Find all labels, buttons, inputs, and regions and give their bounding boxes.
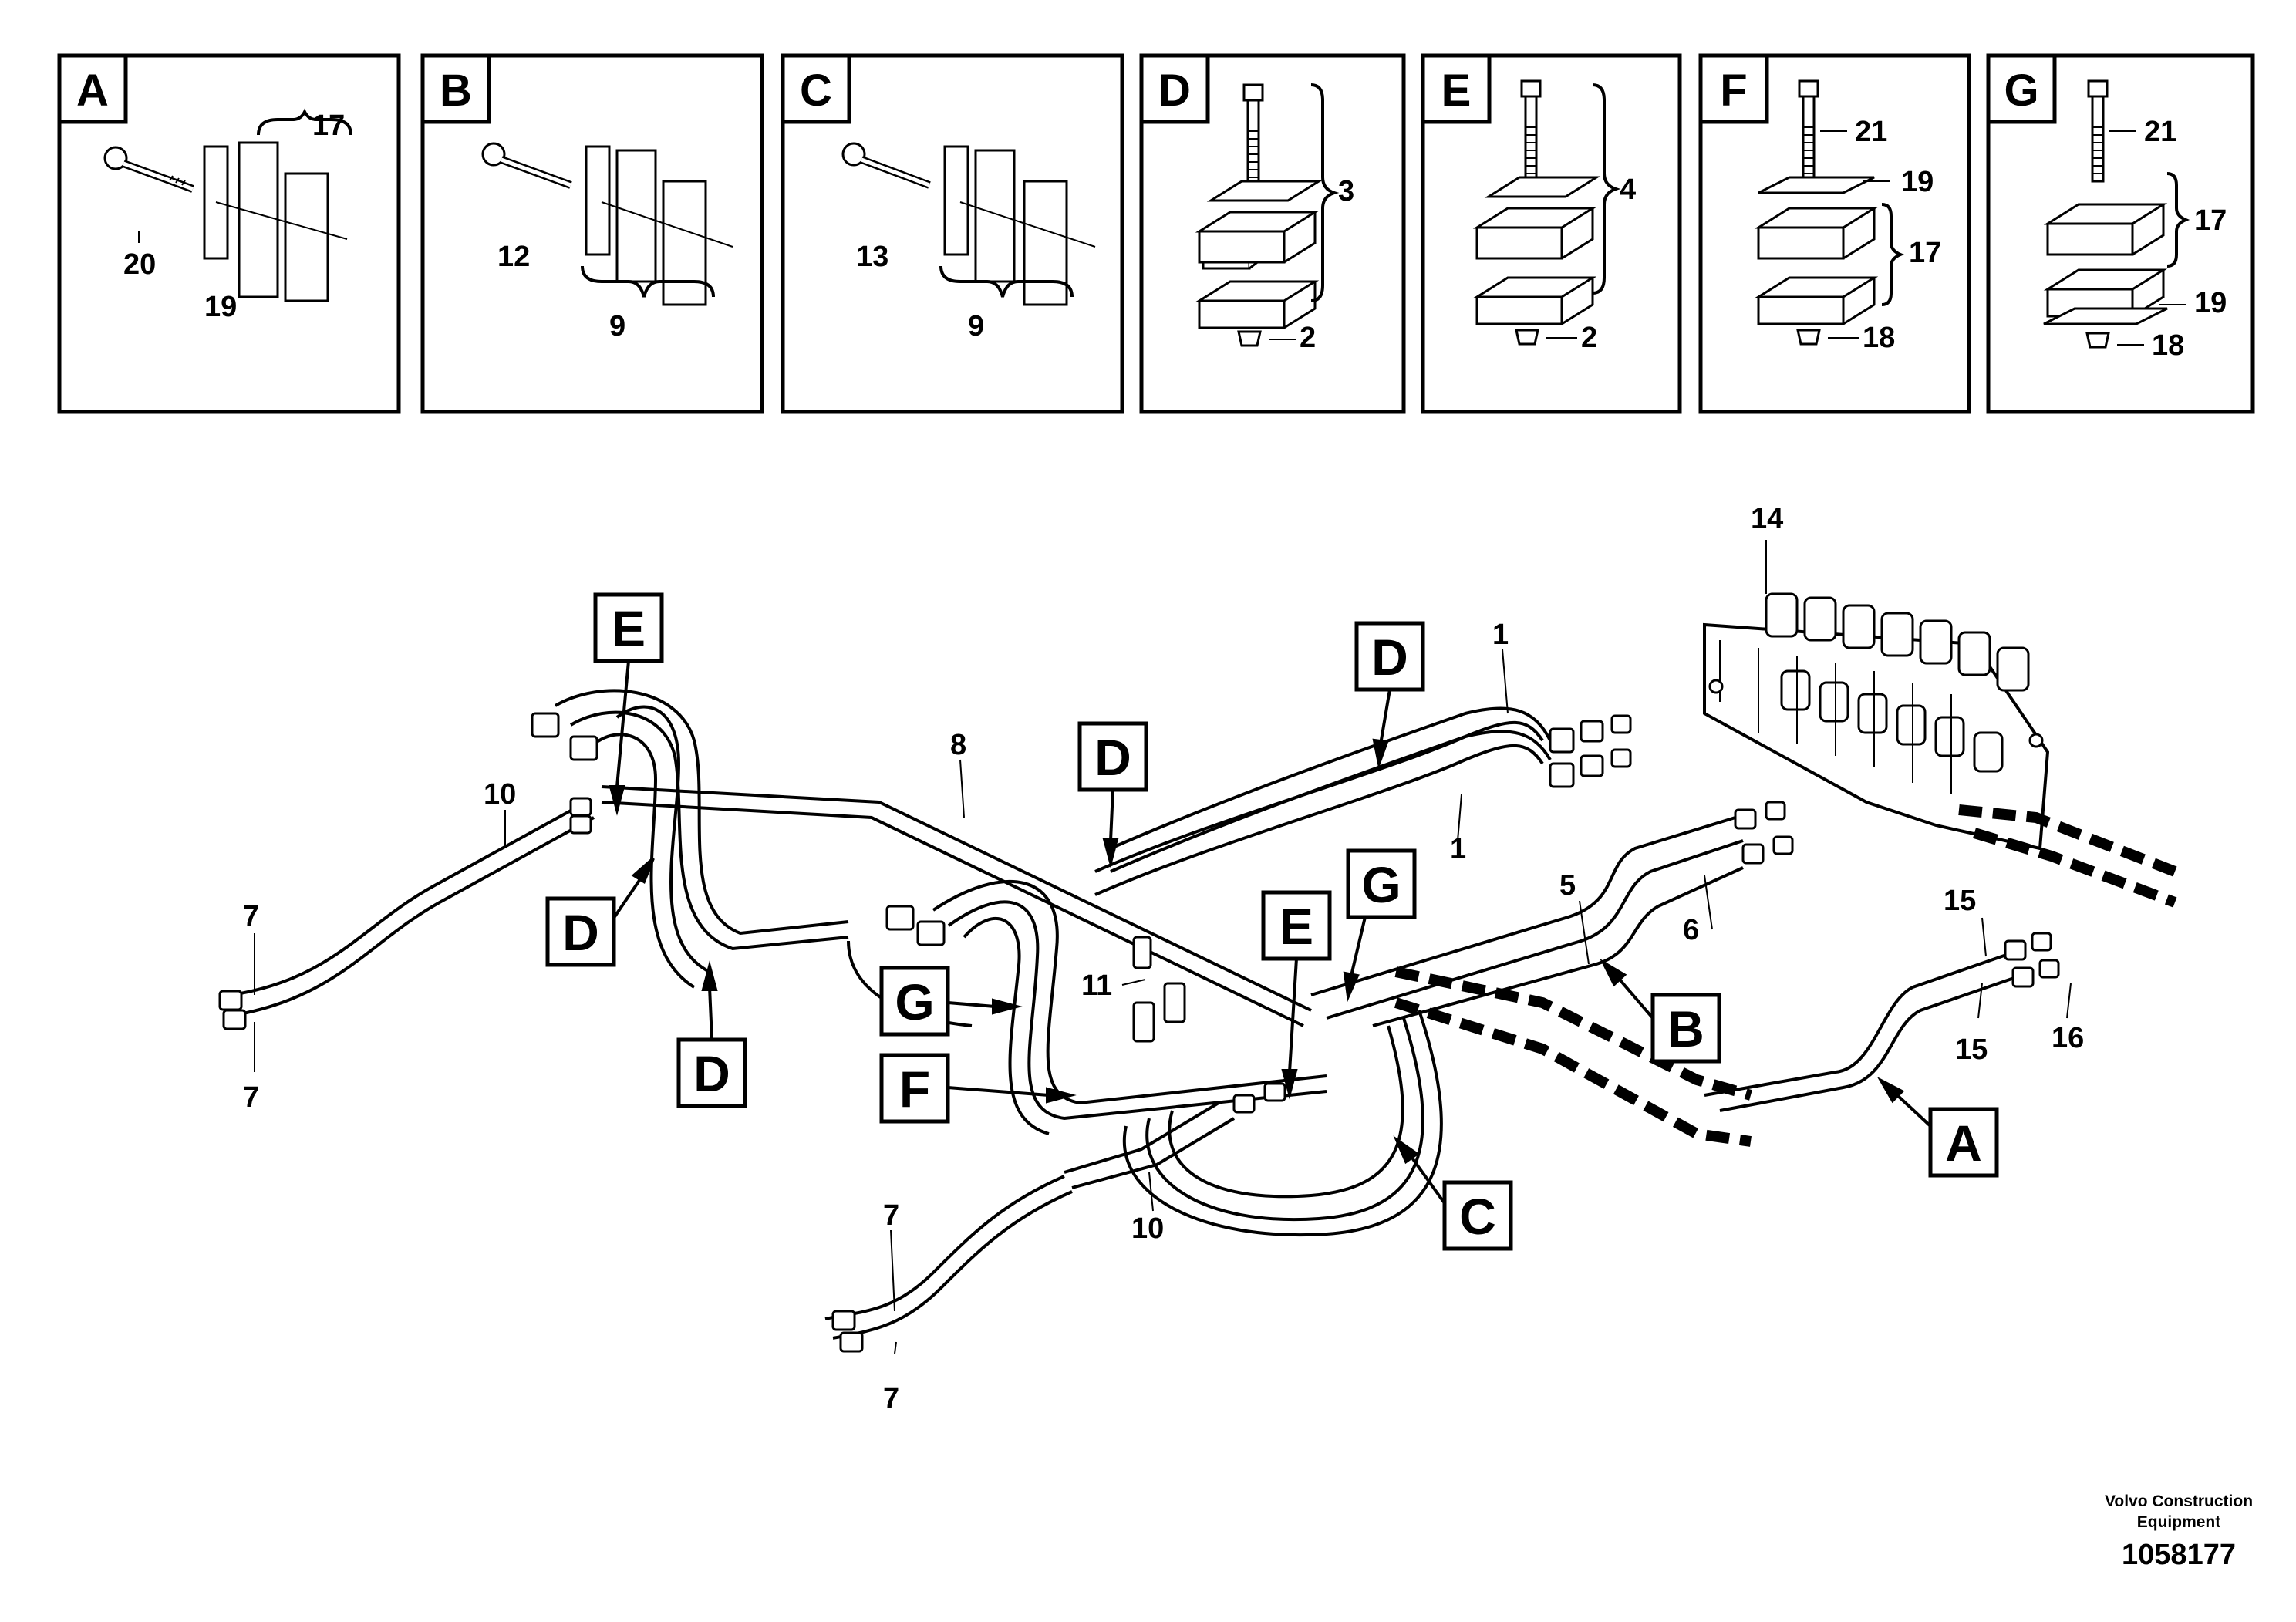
panel-e-letter: E	[1441, 66, 1472, 116]
part-label: 19	[204, 291, 237, 323]
dashed-hoses	[1394, 804, 2177, 1147]
part-label: 1	[1492, 619, 1509, 651]
part-label: 18	[1863, 322, 1895, 354]
part-label: 18	[2152, 329, 2184, 362]
part-label: 2	[1300, 322, 1316, 354]
detail-panel-b: B 12 9	[420, 53, 764, 414]
part-label: 10	[484, 778, 516, 811]
part-label: 16	[2052, 1022, 2084, 1054]
callout-d: D	[1094, 729, 1131, 786]
part-label: 17	[2194, 204, 2227, 237]
part-label: 9	[968, 310, 984, 342]
part-label: 1	[1450, 833, 1466, 865]
callout-e: E	[612, 600, 646, 657]
clamp-half	[284, 172, 329, 302]
hose-runs	[231, 689, 2021, 1340]
panel-a-letter: A	[76, 66, 109, 116]
part-label: 15	[1944, 885, 1976, 917]
part-label: 9	[609, 310, 625, 342]
part-number-labels: 14 1 1 8 10 10 7 7 7 7 11 5 6 15 15 16	[243, 503, 2084, 1415]
control-valve-block	[1703, 592, 2050, 851]
panel-d-letter: D	[1158, 66, 1191, 116]
part-label: 17	[1909, 237, 1941, 269]
callout-a: A	[1945, 1114, 1982, 1172]
part-label: 11	[1081, 969, 1112, 1002]
panel-b-letter: B	[440, 66, 472, 116]
credit-line-2: Equipment	[2137, 1513, 2221, 1531]
part-label: 5	[1559, 869, 1576, 902]
callout-d: D	[1371, 629, 1408, 686]
callout-f: F	[899, 1061, 930, 1118]
part-label: 6	[1683, 914, 1699, 946]
panel-f-letter: F	[1720, 66, 1747, 116]
part-label: 7	[883, 1382, 899, 1415]
fittings	[218, 712, 2060, 1353]
part-label: 20	[123, 248, 156, 281]
callout-d: D	[562, 904, 599, 961]
part-label: 21	[1855, 116, 1887, 148]
document-number: 1058177	[2122, 1539, 2236, 1571]
bolt-drawing	[103, 146, 194, 193]
callout-g: G	[895, 973, 934, 1030]
part-label: 7	[243, 900, 259, 932]
part-label: 4	[1620, 174, 1636, 206]
part-label: 14	[1751, 503, 1783, 535]
footer: Volvo Construction Equipment 1058177	[2105, 1492, 2253, 1571]
callout-c: C	[1459, 1188, 1496, 1245]
part-label: 15	[1955, 1034, 1988, 1066]
panel-g-letter: G	[2004, 66, 2038, 116]
credit-line-1: Volvo Construction	[2105, 1492, 2253, 1510]
part-label: 19	[1901, 166, 1934, 198]
part-label: 17	[312, 110, 345, 142]
part-label: 13	[856, 241, 888, 273]
callout-g: G	[1361, 856, 1401, 913]
callout-e: E	[1279, 898, 1313, 955]
part-label: 7	[883, 1199, 899, 1232]
clamp-half	[238, 141, 279, 298]
part-label: 12	[497, 241, 530, 273]
callout-b: B	[1667, 1000, 1704, 1057]
part-label: 21	[2144, 116, 2176, 148]
detail-panel-e: E 4 2	[1421, 53, 1682, 414]
detail-panel-f: F 21 19 17 18	[1698, 53, 1971, 414]
detail-panel-c: C 13 9	[781, 53, 1124, 414]
callout-d: D	[693, 1045, 730, 1102]
part-label: 3	[1338, 175, 1354, 207]
part-label: 2	[1581, 322, 1597, 354]
part-label: 7	[243, 1081, 259, 1114]
part-label: 8	[950, 729, 966, 761]
part-label: 10	[1131, 1212, 1164, 1245]
part-label: 19	[2194, 287, 2227, 319]
panel-c-letter: C	[800, 66, 832, 116]
detail-panel-a: A 17 20 19	[57, 53, 401, 414]
callout-leaders	[609, 660, 1932, 1205]
detail-panel-d: D 3 2	[1139, 53, 1406, 414]
detail-panel-g: G 21 17 19 18	[1986, 53, 2255, 414]
